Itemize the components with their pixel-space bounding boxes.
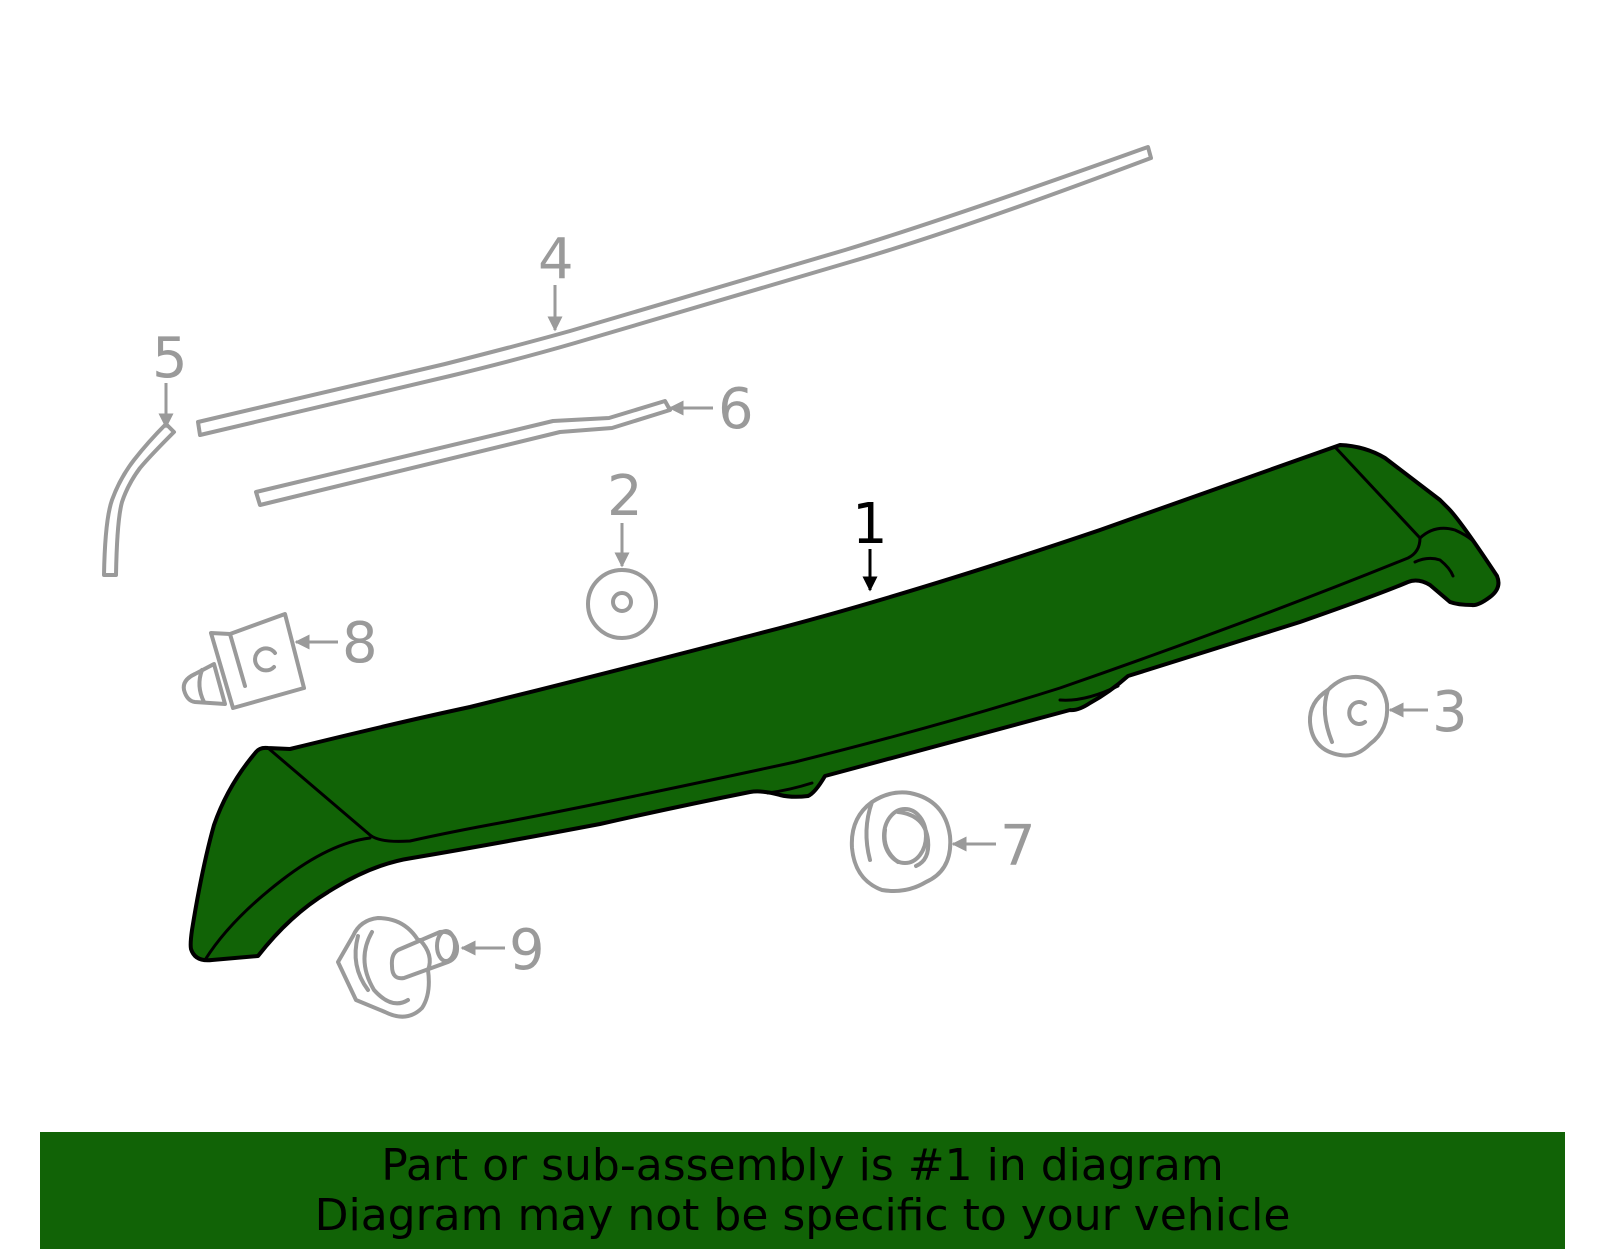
callout-5-number: 5 — [152, 326, 188, 391]
callout-7-number: 7 — [1000, 814, 1036, 879]
parts-diagram: 1 2 3 4 5 6 7 8 9 — [102, 145, 1501, 1019]
part-9-push-pin[interactable] — [336, 916, 460, 1019]
part-5-end-seal[interactable] — [102, 422, 176, 577]
banner-line-1: Part or sub-assembly is #1 in diagram — [381, 1139, 1224, 1191]
callout-8-number: 8 — [342, 611, 378, 676]
callout-4-number: 4 — [538, 227, 574, 292]
callout-2-number: 2 — [607, 464, 643, 529]
callout-9-number: 9 — [509, 918, 545, 983]
spoiler-body — [188, 443, 1501, 963]
callout-6-number: 6 — [718, 377, 754, 442]
part-4-molding-strip[interactable] — [196, 145, 1153, 437]
banner-line-2: Diagram may not be specific to your vehi… — [314, 1189, 1291, 1241]
part-1-rear-spoiler[interactable] — [188, 443, 1501, 963]
notice-banner: Part or sub-assembly is #1 in diagram Di… — [40, 1132, 1565, 1249]
part-3-grommet[interactable] — [1307, 674, 1390, 758]
part-8-clip[interactable] — [181, 612, 306, 710]
part-2-cap[interactable] — [586, 568, 658, 640]
part-7-round-nut[interactable] — [849, 790, 953, 893]
callout-3-number: 3 — [1432, 680, 1468, 745]
callout-1-number: 1 — [852, 492, 888, 557]
